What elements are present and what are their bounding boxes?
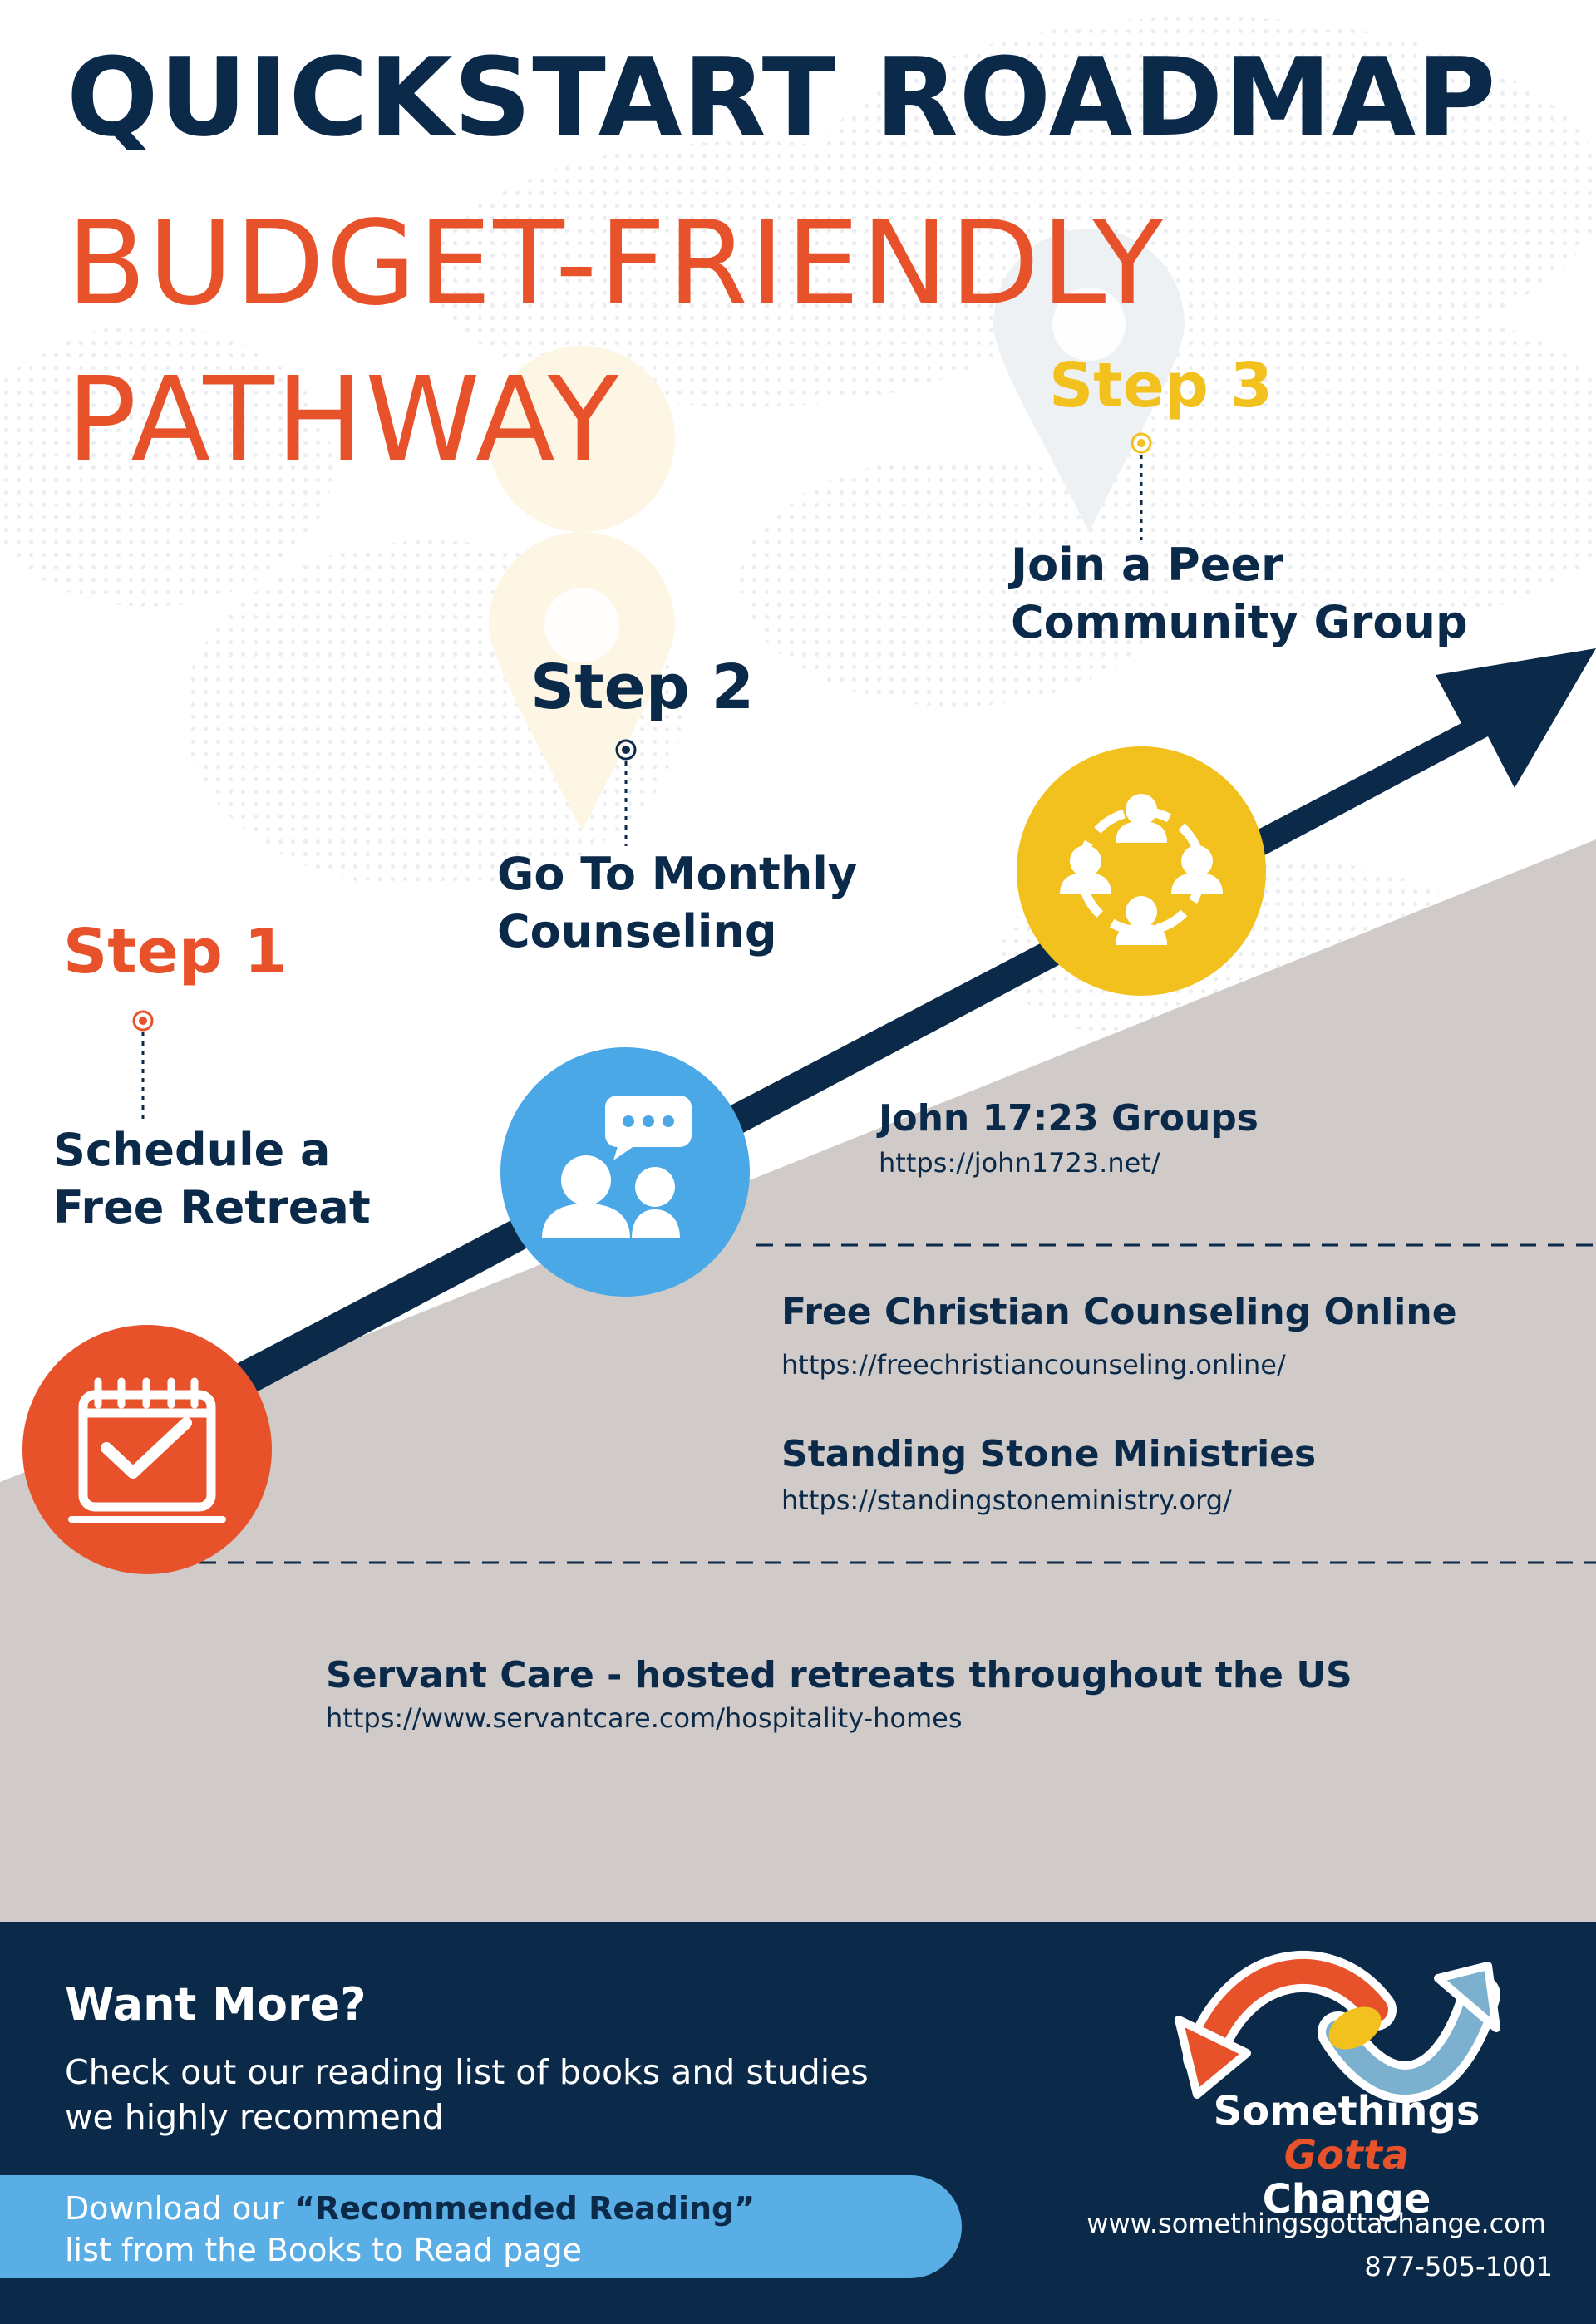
footer-body: Check out our reading list of books and … bbox=[65, 2050, 869, 2139]
download-pill-bold: “Recommended Reading” bbox=[294, 2190, 756, 2227]
step3-connector bbox=[1130, 432, 1152, 540]
brand-line1: Somethings bbox=[1213, 2088, 1480, 2134]
step1-connector bbox=[132, 1010, 154, 1120]
resource-john1723-link[interactable]: https://john1723.net/ bbox=[879, 1147, 1160, 1179]
footer-body-line1: Check out our reading list of books and … bbox=[65, 2052, 869, 2092]
resource-servant-care: Servant Care - hosted retreats throughou… bbox=[326, 1654, 1352, 1735]
download-reading-link[interactable]: Download our “Recommended Reading” list … bbox=[65, 2188, 755, 2271]
resource-free-counseling-link[interactable]: https://freechristiancounseling.online/ bbox=[781, 1349, 1286, 1381]
download-pill-line2: list from the Books to Read page bbox=[65, 2232, 582, 2269]
counseling-chat-icon bbox=[500, 1047, 750, 1297]
page-subtitle-line2: PATHWAY bbox=[66, 352, 621, 488]
step3-text-line2: Community Group bbox=[1011, 595, 1468, 648]
phone-number[interactable]: 877-505-1001 bbox=[1364, 2251, 1553, 2282]
brand-accent-word: Gotta bbox=[1283, 2131, 1410, 2179]
calendar-check-icon bbox=[22, 1325, 272, 1574]
resource-john1723: John 17:23 Groups https://john1723.net/ bbox=[879, 1097, 1259, 1179]
faint-pin-gray-icon bbox=[993, 229, 1185, 532]
brand-logo-icon bbox=[1175, 1950, 1500, 2103]
resource-john1723-title: John 17:23 Groups bbox=[879, 1097, 1259, 1140]
step2-text-line2: Counseling bbox=[497, 904, 777, 958]
resource-servant-care-link[interactable]: https://www.servantcare.com/hospitality-… bbox=[326, 1702, 963, 1735]
step2-label: Step 2 bbox=[530, 652, 755, 723]
step1-description: Schedule a Free Retreat bbox=[53, 1122, 371, 1236]
step2-text-line1: Go To Monthly bbox=[497, 848, 858, 900]
brand-line2: Gotta Change bbox=[1197, 2131, 1496, 2223]
step2-connector bbox=[615, 739, 637, 846]
resource-standing-stone-link[interactable]: https://standingstoneministry.org/ bbox=[781, 1485, 1232, 1517]
step3-label: Step 3 bbox=[1049, 350, 1273, 421]
footer-heading: Want More? bbox=[65, 1978, 367, 2031]
step1-text-line2: Free Retreat bbox=[53, 1180, 371, 1233]
resource-free-counseling: Free Christian Counseling Online https:/… bbox=[781, 1292, 1457, 1381]
step3-description: Join a Peer Community Group bbox=[1011, 537, 1468, 651]
resource-standing-stone-title: Standing Stone Ministries bbox=[781, 1433, 1317, 1475]
resource-servant-care-title: Servant Care - hosted retreats throughou… bbox=[326, 1654, 1352, 1696]
download-pill-shape bbox=[0, 2175, 962, 2278]
download-pill-line1: Download our “Recommended Reading” bbox=[65, 2188, 755, 2229]
dotted-map-texture bbox=[0, 17, 1596, 1056]
gray-slope-area bbox=[0, 839, 1596, 1922]
download-pill-prefix: Download our bbox=[65, 2190, 295, 2227]
community-group-icon bbox=[1017, 746, 1266, 996]
page-subtitle-line1: BUDGET-FRIENDLY bbox=[66, 196, 1165, 332]
resource-free-counseling-title: Free Christian Counseling Online bbox=[781, 1291, 1457, 1333]
step2-description: Go To Monthly Counseling bbox=[497, 846, 857, 960]
step3-text-line1: Join a Peer bbox=[1011, 539, 1283, 591]
resource-standing-stone: Standing Stone Ministries https://standi… bbox=[781, 1433, 1317, 1517]
footer-body-line2: we highly recommend bbox=[65, 2097, 444, 2138]
page-title: QUICKSTART ROADMAP bbox=[66, 34, 1497, 160]
step1-label: Step 1 bbox=[63, 916, 288, 987]
brand-rest-word: Change bbox=[1262, 2175, 1431, 2223]
website-link[interactable]: www.somethingsgottachange.com bbox=[1086, 2208, 1546, 2239]
brand-wordmark: Somethings Gotta Change bbox=[1197, 2090, 1496, 2221]
step1-text-line1: Schedule a bbox=[53, 1124, 331, 1176]
